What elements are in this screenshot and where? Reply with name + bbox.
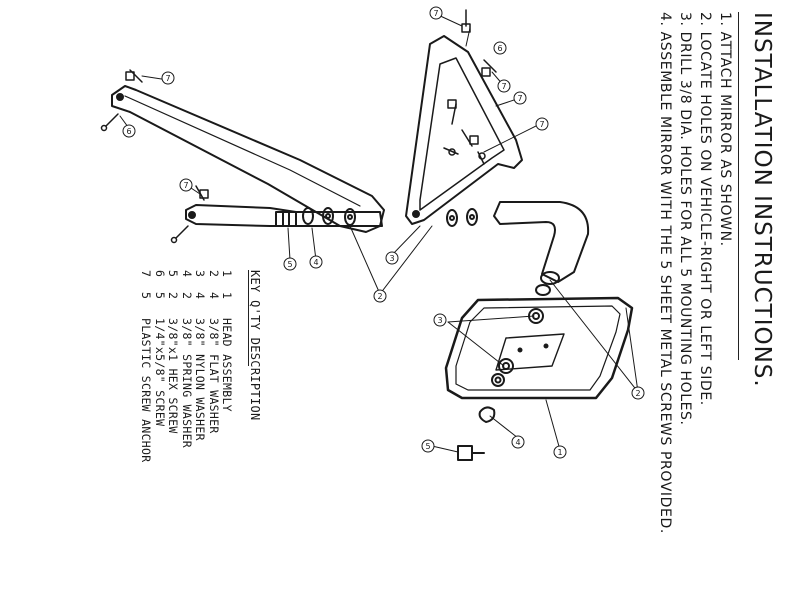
callout-5: 5 [283,257,297,271]
svg-text:4: 4 [313,258,318,267]
svg-text:2: 2 [635,389,640,398]
parts-key-row: 6 5 1/4"x5/8" SCREW [153,270,167,426]
svg-text:3: 3 [389,254,394,263]
instruction-step-3: 3. DRILL 3/8 DIA. HOLES FOR ALL 5 MOUNTI… [677,12,693,426]
parts-key-quantity: 4 [206,292,221,300]
svg-text:4: 4 [515,438,520,447]
mirror-head [444,296,634,400]
instruction-step-2: 2. LOCATE HOLES ON VEHICLE-RIGHT OR LEFT… [697,12,713,406]
callout-6: 6 [493,41,507,55]
parts-key-row: 7 5PLASTIC SCREW ANCHOR [139,270,153,462]
parts-key-description: 3/8" NYLON WASHER [193,318,207,441]
parts-key-rule [248,270,249,366]
curved-tube [493,201,590,296]
svg-text:7: 7 [539,120,544,129]
callout-1: 1 [553,445,567,459]
parts-key-quantity: 4 [193,292,207,300]
callout-7: 7 [161,71,175,85]
svg-text:5: 5 [287,260,292,269]
parts-key-description: 1/4"x5/8" SCREW [152,318,167,427]
parts-key-description: 3/8" FLAT WASHER [206,318,221,434]
parts-key-description: HEAD ASSEMBLY [220,318,234,412]
parts-key-header: KEY Q'TY DESCRIPTION [248,270,262,421]
parts-key-key-number: 4 [179,270,194,278]
callout-7: 7 [429,6,443,20]
callout-3: 3 [433,313,447,327]
callout-2: 2 [373,289,387,303]
parts-key-row: 2 4 3/8" FLAT WASHER [207,270,221,434]
parts-key-quantity: 5 [139,292,153,300]
svg-text:5: 5 [425,442,430,451]
spring-washer [478,406,496,423]
svg-text:2: 2 [377,292,382,301]
parts-key-row: 1 1HEAD ASSEMBLY [220,270,234,412]
instruction-step-1: 1. ATTACH MIRROR AS SHOWN. [717,12,733,247]
parts-key-description: 3/8"x1 HEX SCREW [166,318,180,434]
parts-key-key-number: 2 [206,270,221,278]
instruction-step-4: 4. ASSEMBLE MIRROR WITH THE 5 SHEET META… [657,12,673,534]
parts-key-description: 3/8" SPRING WASHER [179,318,194,449]
svg-text:1: 1 [557,448,562,457]
triangle-bracket [405,35,523,225]
parts-key-key-number: 5 [166,270,180,278]
svg-text:3: 3 [437,316,442,325]
svg-text:6: 6 [497,44,502,53]
hex-screw-stack [275,207,356,227]
svg-text:7: 7 [517,94,522,103]
callout-balloons: 6 7 7 5 4 3 2 7 6 7 7 7 3 2 4 1 5 [122,6,645,459]
parts-key-description: PLASTIC SCREW ANCHOR [139,318,153,463]
parts-key-row: 3 4 3/8" NYLON WASHER [193,270,207,441]
svg-text:7: 7 [183,181,188,190]
parts-key-quantity: 2 [179,292,194,300]
page-title: INSTALLATION INSTRUCTIONS. [749,12,775,388]
callout-6: 6 [122,124,136,138]
parts-key-row: 5 2 3/8"x1 HEX SCREW [166,270,180,434]
parts-key-quantity: 5 [152,292,167,300]
callout-2: 2 [631,386,645,400]
parts-key-row: 4 2 3/8" SPRING WASHER [180,270,194,448]
lower-arm [185,204,383,227]
svg-text:7: 7 [165,74,170,83]
svg-text:7: 7 [433,9,438,18]
parts-key-key-number: 7 [139,270,153,278]
parts-key-key-number: 1 [220,270,234,278]
title-rule [738,12,739,360]
parts-key-quantity: 2 [166,292,180,300]
callout-4: 4 [511,435,525,449]
svg-text:7: 7 [501,82,506,91]
callout-4: 4 [309,255,323,269]
parts-key-quantity: 1 [220,292,234,300]
callout-5: 5 [421,439,435,453]
callout-7: 7 [535,117,549,131]
upper-arm [111,85,385,233]
callout-7: 7 [179,178,193,192]
svg-text:6: 6 [126,127,131,136]
callout-7: 7 [513,91,527,105]
mid-washers [446,208,478,227]
callout-3: 3 [385,251,399,265]
hex-screw-loose [457,445,485,461]
callout-7: 7 [497,79,511,93]
parts-key-key-number: 6 [152,270,167,278]
leader-lines [119,13,639,453]
parts-key-key-number: 3 [193,270,207,278]
small-hardware [100,9,497,244]
